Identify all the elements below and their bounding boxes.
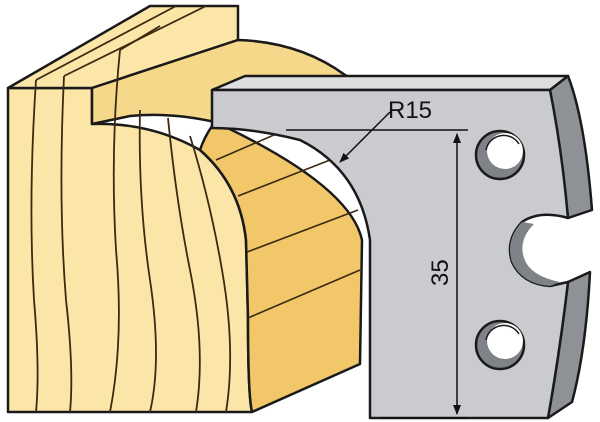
wood-grain-front [30,49,232,413]
radius-leader-arrow [339,111,391,163]
radius-label: R15 [388,97,432,124]
dimension-lines [286,111,468,419]
height-label: 35 [427,259,454,286]
knife-hole-top [474,129,526,181]
knife-notch-shade [509,222,560,286]
wood-grain-top [35,5,207,81]
knife-hole-bottom [474,319,526,371]
knife-top-bevel [210,74,570,92]
profile-knife-icon [210,74,594,420]
wood-block-icon [6,4,364,414]
